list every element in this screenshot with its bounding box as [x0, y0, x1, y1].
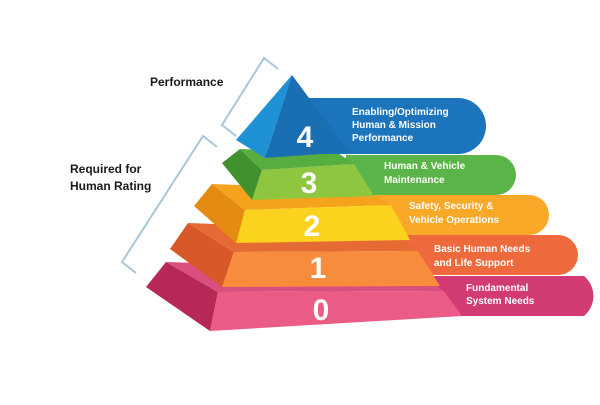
level-4-number: 4 — [297, 121, 314, 154]
level-1-slab-front — [222, 251, 440, 287]
level-3-number: 3 — [301, 167, 318, 200]
level-3-slab-front — [252, 164, 374, 200]
level-4-label-pill — [300, 98, 486, 154]
level-2-label-pill — [370, 195, 549, 235]
level-4: 4 Enabling/Optimizing Human & Mission Pe… — [236, 75, 486, 158]
level-0-slab-side — [146, 262, 218, 331]
level-4-label-line-1: Enabling/Optimizing — [352, 107, 449, 118]
level-0-label-pill — [430, 276, 594, 316]
level-3-label-pill — [346, 155, 516, 195]
required-label-line-2: Human Rating — [70, 179, 151, 193]
level-3-label-line-2: Maintenance — [384, 175, 445, 186]
level-4-label-line-3: Performance — [352, 133, 414, 144]
level-2-number: 2 — [304, 210, 321, 243]
level-2-slab-side — [194, 184, 245, 243]
performance-bracket — [220, 56, 279, 137]
level-1-label-line-1: Basic Human Needs — [434, 244, 531, 255]
required-label-line-1: Required for — [70, 162, 142, 176]
level-4-pyramid-front — [265, 75, 349, 158]
performance-label: Performance — [150, 75, 224, 89]
level-4-pyramid-left — [236, 75, 292, 158]
level-0-number: 0 — [313, 294, 330, 327]
level-1-slab-side — [170, 223, 234, 287]
level-1-number: 1 — [310, 252, 327, 285]
level-0-label-line-1: Fundamental — [466, 283, 528, 294]
level-2-slab-front — [236, 205, 410, 243]
level-3-slab-side — [222, 149, 262, 200]
level-0-slab-front — [210, 291, 462, 331]
level-3-label-line-1: Human & Vehicle — [384, 161, 466, 172]
level-4-label-line-2: Human & Mission — [352, 120, 436, 131]
level-1-label-line-2: and Life Support — [434, 258, 514, 269]
level-2-label-line-1: Safety, Security & — [409, 201, 493, 212]
required-bracket — [120, 134, 218, 274]
level-2-label-line-2: Vehicle Operations — [409, 215, 499, 226]
level-1-label-pill — [400, 235, 578, 275]
level-0-label-line-2: System Needs — [466, 296, 535, 307]
